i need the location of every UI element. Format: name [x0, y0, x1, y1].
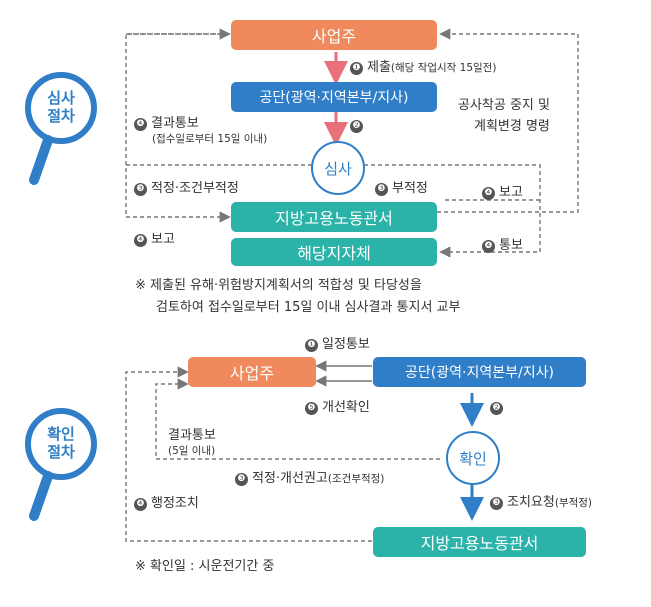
review-right-loop [437, 28, 579, 213]
confirm-labor-office-box: 지방고용노동관서 [373, 527, 586, 557]
confirm-agency-box: 공단(광역·지역본부/지사) [373, 357, 586, 387]
review-employer-box: 사업주 [231, 20, 437, 50]
confirm-result-sub: (5일 이내) [168, 445, 216, 457]
confirm-result-loop [155, 378, 440, 460]
review-note-line1: ※ 제출된 유해·위험방지계획서의 적합성 및 타당성을 [135, 278, 422, 293]
review-agency-box: 공단(광역·지역본부/지사) [231, 82, 437, 112]
review-local-gov-box: 해당지자체 [231, 238, 437, 266]
review-magnifier-icon [25, 72, 97, 185]
confirm-note: ※ 확인일 : 시운전기간 중 [135, 559, 275, 574]
confirm-admin-loop [125, 366, 372, 542]
review-side-label-1: 심사 [47, 89, 75, 107]
confirm-step2-label: ❷ [490, 400, 507, 415]
confirm-employer-box: 사업주 [188, 357, 316, 387]
confirm-center-circle: 확인 [446, 431, 500, 485]
review-stop-line1: 공사착공 중지 및 [458, 98, 550, 113]
review-center-circle: 심사 [311, 141, 365, 195]
review-labor-office-box: 지방고용노동관서 [231, 202, 437, 232]
confirm-side-label-1: 확인 [47, 425, 75, 443]
confirm-result-label: 결과통보 [168, 428, 216, 443]
review-side-label-2: 절차 [47, 107, 75, 125]
review-step2-label: ❷ [350, 118, 367, 133]
confirm-side-label-2: 절차 [47, 443, 75, 461]
review-stop-line2: 계획변경 명령 [474, 119, 550, 134]
confirm-magnifier-icon [25, 408, 97, 521]
review-note-line2: 검토하여 접수일로부터 15일 이내 심사결과 통지서 교부 [156, 300, 461, 315]
review-result-sub: (접수일로부터 15일 이내) [152, 133, 268, 145]
